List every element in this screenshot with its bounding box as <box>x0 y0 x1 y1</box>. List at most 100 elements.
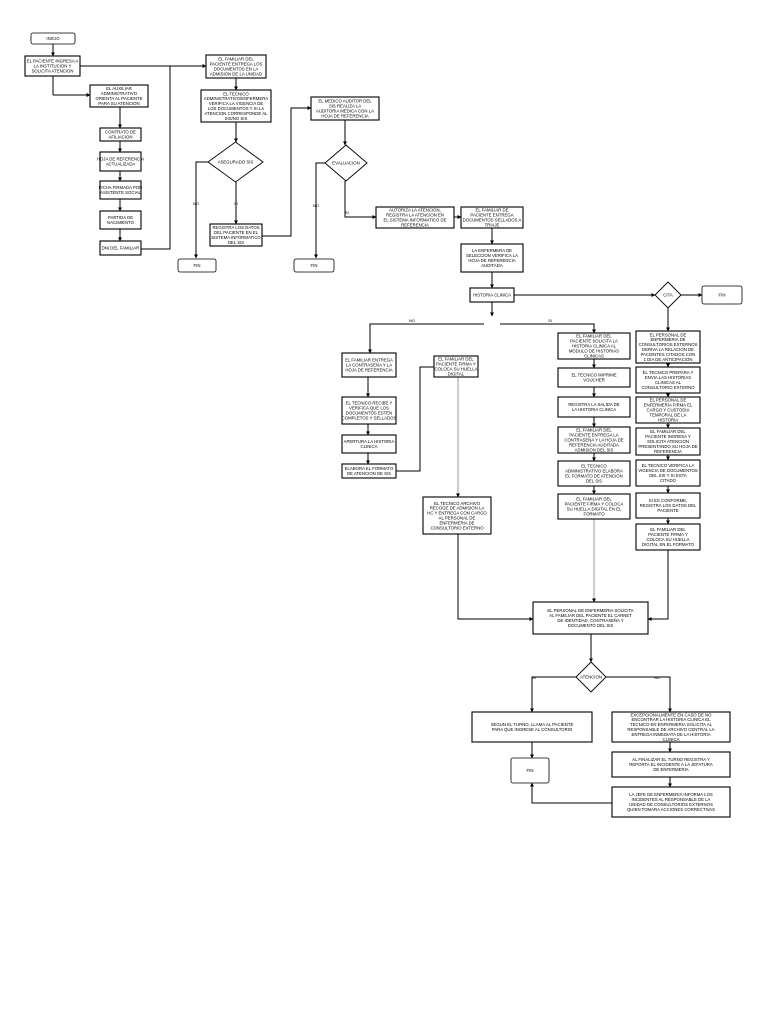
decision-node-d_atencion: ATENCION <box>575 661 607 693</box>
process-box <box>99 210 142 230</box>
process-box <box>557 396 631 418</box>
process-box <box>99 151 142 172</box>
node-label-fin2: FIN <box>311 263 318 268</box>
node-label-inicio: INICIO <box>46 36 60 41</box>
edge-label-no: NO <box>193 201 199 206</box>
process-box <box>635 366 701 394</box>
process-box <box>200 89 272 123</box>
process-node-historia: HISTORIA CLINICA <box>469 287 515 303</box>
edge-label-no: NO <box>654 675 660 680</box>
process-box <box>24 55 81 77</box>
process-box <box>99 180 142 200</box>
terminal-node-fin1: FIN <box>177 258 217 273</box>
edge-label-si: SI <box>234 201 238 206</box>
process-box <box>557 367 631 388</box>
terminal-box <box>177 258 217 273</box>
process-box <box>310 96 380 121</box>
decision-node-d_asegurado: ASEGURADO SIS <box>207 141 264 183</box>
edge-label-si: SI <box>532 675 536 680</box>
process-box <box>460 206 524 229</box>
terminal-node-fin2: FIN <box>293 258 335 273</box>
process-box <box>557 460 631 487</box>
terminal-box <box>510 757 550 784</box>
process-box <box>99 240 142 256</box>
node-label-fin1: FIN <box>194 263 201 268</box>
process-box <box>422 496 492 535</box>
edge-label-si: SI <box>345 210 349 215</box>
node-label-fin4: FIN <box>527 768 534 773</box>
process-box <box>471 711 593 743</box>
process-box <box>433 355 479 378</box>
decision-diamond <box>324 144 368 182</box>
decision-diamond <box>575 661 607 693</box>
terminal-node-fin3: FIN <box>701 285 743 305</box>
process-box <box>460 243 524 273</box>
node-label-historia: HISTORIA CLINICA <box>473 293 511 298</box>
node-label-d_cita: CITA <box>663 293 673 298</box>
process-box <box>469 287 515 303</box>
process-box <box>341 463 397 479</box>
process-box <box>611 751 731 778</box>
node-label-d_evaluacion: EVALUACION <box>332 161 359 166</box>
terminal-box <box>701 285 743 305</box>
process-box <box>89 84 149 108</box>
terminal-node-inicio: INICIO <box>30 32 76 45</box>
process-box <box>341 434 397 454</box>
node-label-autoriza: AUTORIZA LA ATENCION,REGISTRA LA ATENCIO… <box>383 208 446 228</box>
process-box <box>341 396 397 425</box>
decision-node-d_evaluacion: EVALUACION <box>324 144 368 182</box>
process-box <box>635 492 701 519</box>
process-box <box>532 601 649 635</box>
process-box <box>635 396 701 424</box>
node-label-doc5: DNI DEL FAMILIAR <box>102 246 140 251</box>
process-box <box>99 127 142 142</box>
